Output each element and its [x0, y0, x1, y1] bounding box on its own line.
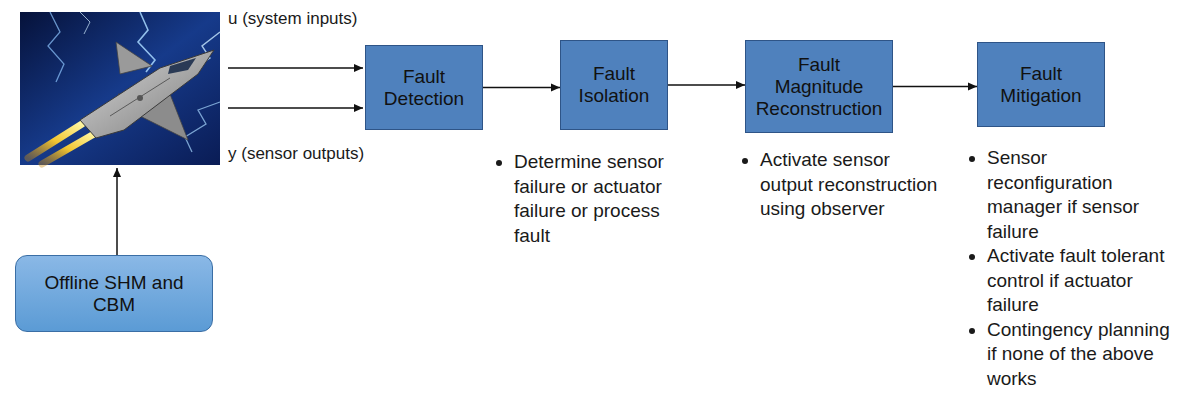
process-box: Fault Mitigation [977, 42, 1105, 127]
process-box: Fault Magnitude Reconstruction [745, 40, 893, 133]
box-text: Fault Isolation [564, 63, 664, 107]
note-list: Activate sensor output reconstruction us… [740, 148, 946, 222]
flow-arrow [893, 86, 977, 88]
process-box: Fault Detection [365, 45, 483, 130]
signal-label: y (sensor outputs) [228, 144, 364, 164]
signal-label: u (system inputs) [228, 9, 357, 29]
offline-box: Offline SHM and CBM [15, 255, 213, 332]
box-text: Fault Magnitude Reconstruction [754, 54, 884, 120]
flow-arrow [668, 84, 745, 86]
flow-arrow [483, 87, 560, 89]
note-list: Determine sensor failure or actuator fai… [494, 150, 694, 248]
note-list: Sensor reconfiguration manager if sensor… [967, 146, 1174, 391]
box-text: Fault Detection [369, 66, 479, 110]
offline-feed-arrow [116, 168, 118, 255]
bullet-note: Sensor reconfiguration manager if sensor… [987, 146, 1174, 244]
input-signal-line [228, 67, 363, 69]
process-box: Fault Isolation [560, 40, 668, 130]
bullet-note: Determine sensor failure or actuator fai… [514, 150, 694, 248]
output-signal-line [228, 107, 363, 109]
box-text: Fault Mitigation [986, 63, 1096, 107]
bullet-note: Activate fault tolerant control if actua… [987, 244, 1174, 318]
box-text: Offline SHM and CBM [39, 272, 189, 316]
bullet-note: Activate sensor output reconstruction us… [760, 148, 946, 222]
bullet-note: Contingency planning if none of the abov… [987, 318, 1174, 392]
aircraft-illustration [20, 12, 220, 165]
